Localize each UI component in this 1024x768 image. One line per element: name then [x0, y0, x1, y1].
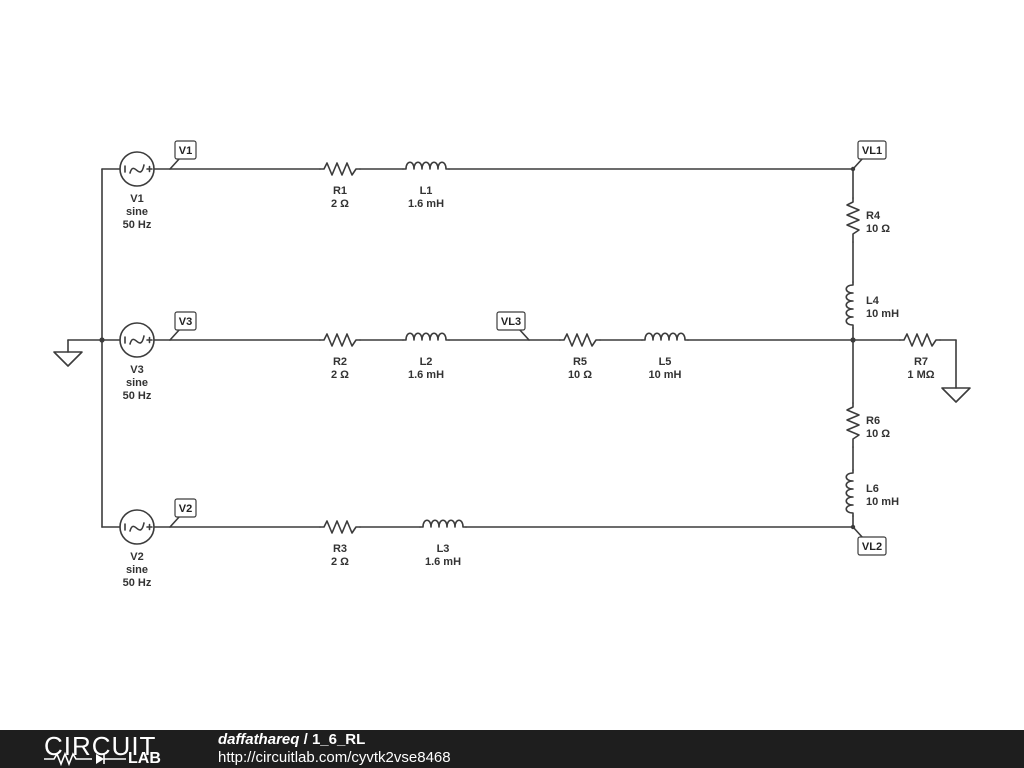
- footer-bar: CIRCUIT LAB daffathareq / 1_6_RL http://…: [0, 730, 1024, 768]
- probe-vl2-label: VL2: [862, 541, 882, 553]
- probe-v1[interactable]: V1: [169, 140, 197, 170]
- project-name[interactable]: 1_6_RL: [311, 731, 366, 748]
- circuitlab-logo-lab: LAB: [128, 750, 161, 767]
- author-link[interactable]: daffathareq: [218, 731, 300, 748]
- probe-v2[interactable]: V2: [169, 498, 197, 528]
- inductor-l4[interactable]: [845, 281, 854, 329]
- junction-dot: [99, 337, 105, 343]
- circuit-schematic: V1 sine 50 Hz V3 sine 50 Hz V2 sine 50 H…: [53, 140, 971, 589]
- r2-name: R2: [333, 356, 347, 368]
- l3-value: 1.6 mH: [425, 556, 461, 568]
- source-v1[interactable]: [119, 151, 155, 187]
- l2-name: L2: [420, 356, 433, 368]
- l3-name: L3: [437, 543, 450, 555]
- inductor-l6[interactable]: [845, 469, 854, 517]
- l6-value: 10 mH: [866, 496, 899, 508]
- resistor-r4[interactable]: [846, 197, 860, 243]
- probe-vl3-label: VL3: [501, 316, 521, 328]
- r7-name: R7: [914, 356, 928, 368]
- r1-value: 2 Ω: [331, 198, 349, 210]
- circuitlab-logo-text: CIRCUIT: [44, 731, 157, 761]
- v2-name: V2: [130, 551, 143, 563]
- ground-symbol-left[interactable]: [53, 351, 83, 367]
- v2-freq: 50 Hz: [123, 577, 152, 589]
- v1-type: sine: [126, 206, 148, 218]
- r7-value: 1 MΩ: [907, 369, 934, 381]
- probe-v3-label: V3: [179, 316, 192, 328]
- r5-name: R5: [573, 356, 587, 368]
- l4-value: 10 mH: [866, 308, 899, 320]
- v1-freq: 50 Hz: [123, 219, 152, 231]
- project-credit: daffathareq / 1_6_RL: [218, 731, 365, 748]
- resistor-r2[interactable]: [319, 333, 361, 347]
- r6-value: 10 Ω: [866, 428, 890, 440]
- v1-name: V1: [130, 193, 143, 205]
- l1-value: 1.6 mH: [408, 198, 444, 210]
- project-url[interactable]: http://circuitlab.com/cyvtk2vse8468: [218, 749, 451, 766]
- l2-value: 1.6 mH: [408, 369, 444, 381]
- resistor-r7[interactable]: [899, 333, 941, 347]
- inductor-l3[interactable]: [419, 519, 467, 528]
- inductor-l1[interactable]: [402, 161, 450, 170]
- junction-dot: [850, 337, 856, 343]
- v3-freq: 50 Hz: [123, 390, 152, 402]
- r3-name: R3: [333, 543, 347, 555]
- inductor-l5[interactable]: [641, 332, 689, 341]
- v3-type: sine: [126, 377, 148, 389]
- v3-name: V3: [130, 364, 143, 376]
- probe-vl1[interactable]: VL1: [852, 140, 887, 170]
- l4-name: L4: [866, 295, 880, 307]
- wires: [67, 168, 957, 528]
- l5-value: 10 mH: [648, 369, 681, 381]
- resistor-r5[interactable]: [559, 333, 601, 347]
- ground-symbol-right[interactable]: [941, 387, 971, 403]
- l1-name: L1: [420, 185, 433, 197]
- resistor-r6[interactable]: [846, 402, 860, 448]
- r2-value: 2 Ω: [331, 369, 349, 381]
- l5-name: L5: [659, 356, 672, 368]
- r3-value: 2 Ω: [331, 556, 349, 568]
- v2-type: sine: [126, 564, 148, 576]
- junctions: [99, 166, 856, 530]
- inductor-l2[interactable]: [402, 332, 450, 341]
- probe-v3[interactable]: V3: [169, 311, 197, 341]
- r4-name: R4: [866, 210, 881, 222]
- probe-vl1-label: VL1: [862, 145, 882, 157]
- probe-vl2[interactable]: VL2: [852, 526, 887, 556]
- probe-v2-label: V2: [179, 503, 192, 515]
- source-v2[interactable]: [119, 509, 155, 545]
- probe-v1-label: V1: [179, 145, 192, 157]
- l6-name: L6: [866, 483, 879, 495]
- circuitlab-logo-icon: [44, 752, 126, 766]
- r4-value: 10 Ω: [866, 223, 890, 235]
- resistor-r1[interactable]: [319, 162, 361, 176]
- r1-name: R1: [333, 185, 347, 197]
- probe-vl3[interactable]: VL3: [496, 311, 530, 341]
- source-v3[interactable]: [119, 322, 155, 358]
- path-separator: /: [299, 731, 312, 748]
- resistor-r3[interactable]: [319, 520, 361, 534]
- r6-name: R6: [866, 415, 880, 427]
- r5-value: 10 Ω: [568, 369, 592, 381]
